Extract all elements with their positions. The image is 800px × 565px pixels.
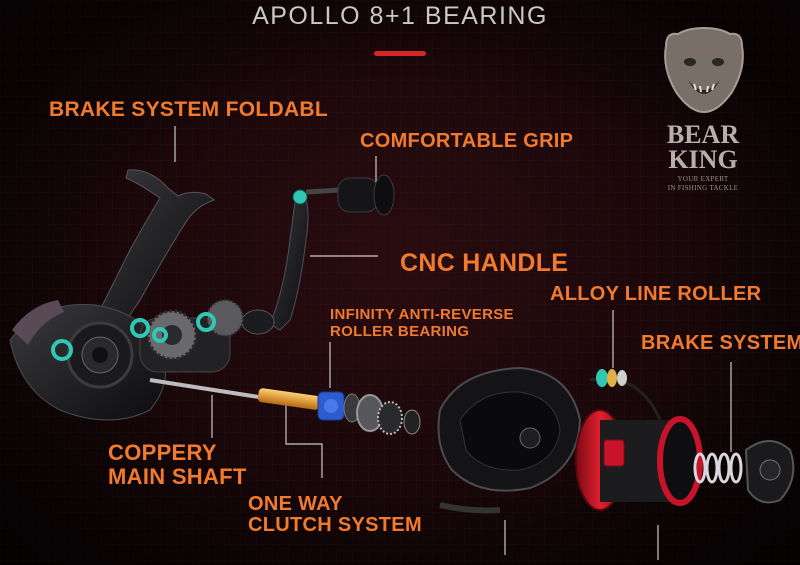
callout-brake-foldable: BRAKE SYSTEM FOLDABL xyxy=(49,98,328,121)
gear-set xyxy=(51,299,244,361)
callout-comfortable-grip: COMFORTABLE GRIP xyxy=(360,130,574,152)
spool xyxy=(575,409,703,511)
page-title: APOLLO 8+1 BEARING xyxy=(252,2,548,30)
coppery-main-shaft xyxy=(149,378,321,410)
brand-tagline-2: IN FISHING TACKLE xyxy=(667,184,739,192)
title-underline xyxy=(374,51,426,56)
callout-clutch-line-1: ONE WAY xyxy=(248,493,343,515)
callout-cnc-handle: CNC HANDLE xyxy=(400,249,569,277)
one-way-clutch xyxy=(317,391,421,435)
drag-knob xyxy=(693,440,795,504)
callout-coppery-line-1: COPPERY xyxy=(108,440,217,465)
callout-infinity-line-1: INFINITY ANTI-REVERSE xyxy=(330,306,514,323)
bear-logo-icon xyxy=(664,26,744,114)
brand-word-king: KING xyxy=(668,145,738,174)
cnc-handle xyxy=(241,174,395,335)
brand-word-bear: BEAR xyxy=(666,120,740,149)
callout-brake-system: BRAKE SYSTEM xyxy=(641,332,800,354)
callout-alloy-line-roller: ALLOY LINE ROLLER xyxy=(550,283,762,305)
callout-clutch-line-2: CLUTCH SYSTEM xyxy=(248,514,422,536)
line-roller xyxy=(589,369,662,421)
brand-tagline-1: YOUR EXPERT xyxy=(677,175,729,183)
callout-infinity-line-2: ROLLER BEARING xyxy=(330,323,470,340)
callout-coppery-line-2: MAIN SHAFT xyxy=(108,464,247,489)
rotor xyxy=(437,366,582,514)
